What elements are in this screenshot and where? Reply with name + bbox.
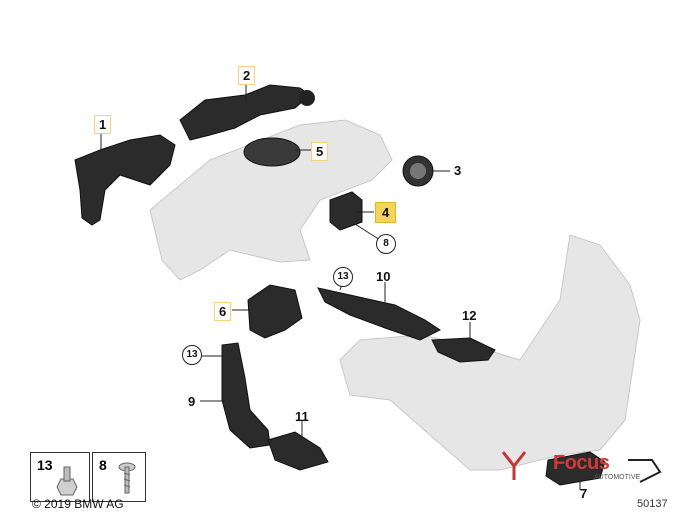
diagram-reference: 50137 — [637, 498, 668, 510]
callout-12: 12 — [462, 308, 477, 323]
part-6-duct — [247, 284, 303, 339]
nut-icon — [56, 466, 78, 496]
dashboard-ghost — [149, 119, 393, 281]
watermark-sub: AUTOMOTIVE — [594, 474, 641, 481]
callout-1: 1 — [94, 115, 112, 134]
legend-number: 13 — [37, 457, 53, 473]
part-11-duct — [267, 431, 329, 471]
callout-6: 6 — [214, 302, 232, 321]
callout-13-left: 13 — [182, 345, 202, 365]
part-2-end — [299, 90, 315, 106]
callout-13-top: 13 — [333, 267, 353, 287]
legend-item-8: 8 — [92, 452, 146, 502]
part-4-vent — [329, 191, 363, 231]
legend-item-13: 13 — [30, 452, 90, 502]
watermark-brand: Focus — [553, 452, 610, 474]
part-10-duct — [317, 287, 441, 341]
callout-2: 2 — [238, 66, 256, 85]
part-9-duct — [221, 342, 271, 449]
callout-5: 5 — [311, 142, 329, 161]
callout-7: 7 — [580, 486, 588, 501]
copyright: © 2019 BMW AG — [32, 497, 124, 511]
legend-number: 8 — [99, 457, 107, 473]
callout-4: 4 — [375, 202, 397, 223]
part-7-vent — [545, 451, 606, 486]
part-5-grille — [243, 137, 301, 167]
callout-11: 11 — [295, 409, 309, 424]
callout-3: 3 — [454, 163, 462, 178]
callout-8: 8 — [376, 234, 396, 254]
screw-icon — [118, 462, 136, 494]
part-1-duct — [74, 134, 176, 226]
callout-9: 9 — [188, 394, 196, 409]
callout-10: 10 — [376, 269, 391, 284]
